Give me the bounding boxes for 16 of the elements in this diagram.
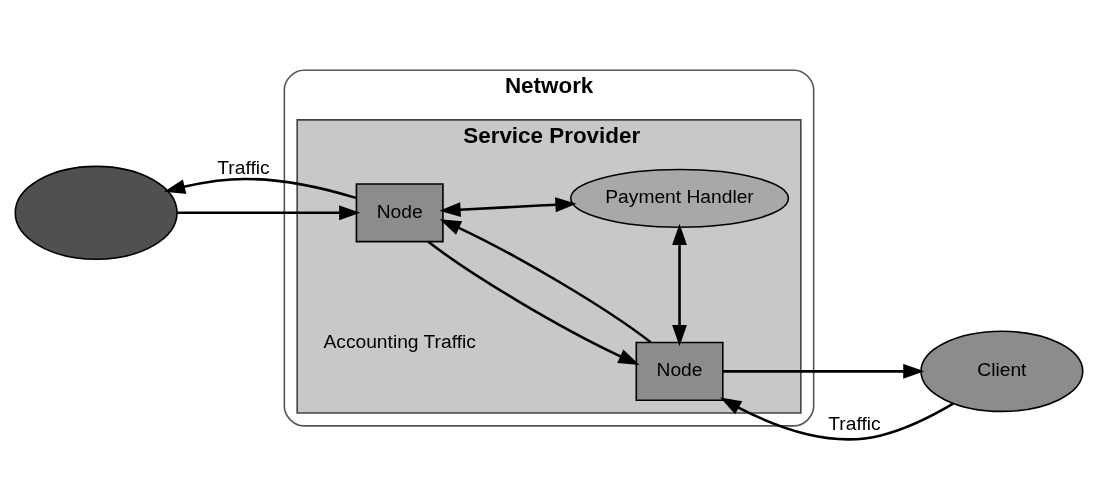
- node-box: Node: [355, 183, 444, 243]
- node-ellipse: Client: [920, 330, 1084, 413]
- arrow: [439, 197, 577, 218]
- arrow: [720, 397, 954, 441]
- node-ellipse: Payment Handler: [569, 168, 790, 228]
- node-box: Node: [635, 341, 724, 401]
- arrow: [672, 223, 687, 347]
- arrow: [722, 363, 925, 379]
- arrow: [164, 177, 357, 200]
- label: Accounting Traffic: [323, 330, 476, 352]
- edge-label: Traffic: [828, 413, 881, 434]
- arrow: [177, 205, 361, 221]
- node-ellipse: [14, 165, 178, 261]
- arrow: [427, 240, 640, 365]
- edge-label: Traffic: [217, 156, 270, 178]
- arrow: [439, 219, 652, 344]
